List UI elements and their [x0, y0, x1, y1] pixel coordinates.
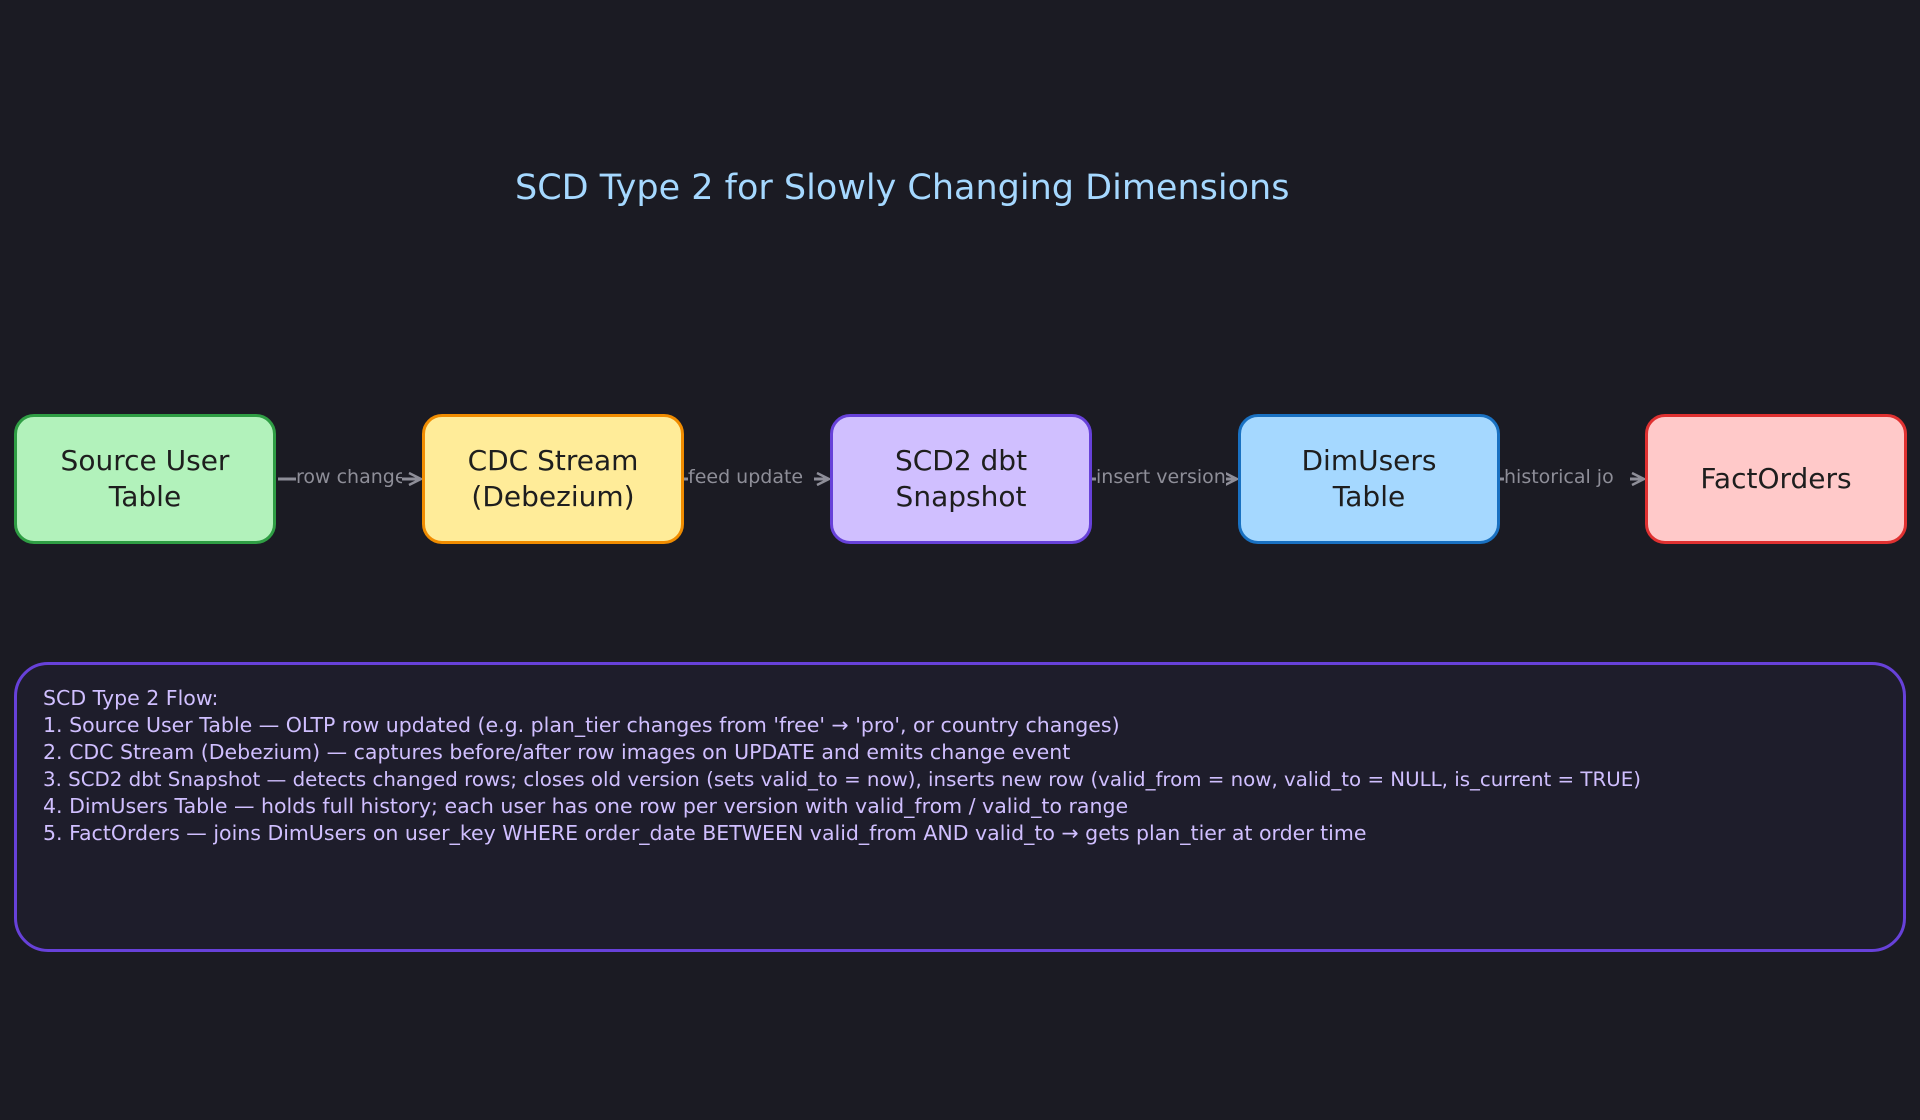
node-dimusers-table[interactable]: DimUsers Table [1238, 414, 1500, 544]
notes-heading: SCD Type 2 Flow: [43, 686, 219, 710]
edge-label-insert-version: insert version [1096, 464, 1226, 490]
node-source-user-table[interactable]: Source User Table [14, 414, 276, 544]
notes-step-3: 3. SCD2 dbt Snapshot — detects changed r… [43, 768, 1641, 791]
notes-step-2: 2. CDC Stream (Debezium) — captures befo… [43, 740, 1071, 764]
notes-step-1: 1. Source User Table — OLTP row updated … [43, 713, 1120, 737]
edge-label-row-change: row change [296, 464, 402, 490]
edge-label-feed-update: feed update [688, 464, 814, 490]
notes-step-5: 5. FactOrders — joins DimUsers on user_k… [43, 821, 1367, 845]
node-label: CDC Stream (Debezium) [467, 444, 639, 513]
node-cdc-stream[interactable]: CDC Stream (Debezium) [422, 414, 684, 544]
notes-panel: SCD Type 2 Flow: 1. Source User Table — … [14, 662, 1906, 952]
edge-label-historical-join: historical jo [1504, 464, 1630, 490]
node-label: FactOrders [1700, 462, 1852, 495]
notes-step-4: 4. DimUsers Table — holds full history; … [43, 794, 1129, 818]
node-scd2-dbt-snapshot[interactable]: SCD2 dbt Snapshot [830, 414, 1092, 544]
node-factorders[interactable]: FactOrders [1645, 414, 1907, 544]
node-label: Source User Table [60, 444, 230, 513]
node-label: DimUsers Table [1301, 444, 1437, 513]
node-label: SCD2 dbt Snapshot [894, 444, 1028, 513]
diagram-title: SCD Type 2 for Slowly Changing Dimension… [515, 168, 1290, 208]
